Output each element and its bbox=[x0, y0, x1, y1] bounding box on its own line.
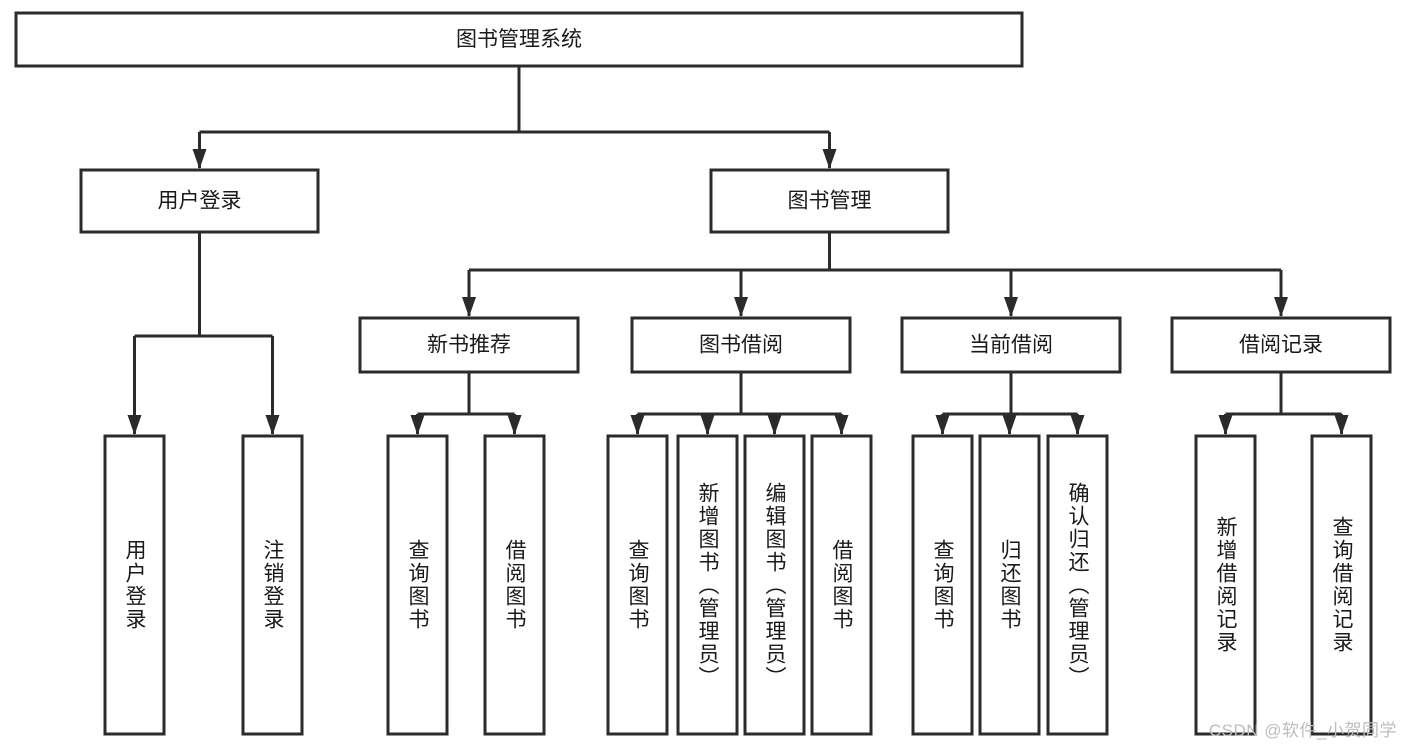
node-layer bbox=[14, 11, 1392, 736]
node-leaf-query-book-current[interactable] bbox=[911, 434, 974, 736]
node-label-new-book-recommend: 新书推荐 bbox=[427, 334, 511, 357]
arrow-head-icon bbox=[1002, 415, 1017, 435]
arrow-head-icon bbox=[767, 415, 782, 435]
node-label-book-borrow: 图书借阅 bbox=[699, 334, 783, 357]
node-new-book-recommend[interactable] bbox=[358, 316, 580, 374]
node-leaf-borrow-book[interactable] bbox=[810, 434, 873, 736]
node-leaf-query-book-rec[interactable] bbox=[386, 434, 449, 736]
node-leaf-user-login[interactable] bbox=[103, 434, 166, 736]
node-book-borrow[interactable] bbox=[630, 316, 852, 374]
arrow-head-icon bbox=[935, 415, 950, 435]
node-leaf-confirm-return[interactable] bbox=[1046, 434, 1109, 736]
arrow-head-icon bbox=[734, 297, 748, 317]
node-label-user-login: 用户登录 bbox=[158, 190, 242, 213]
arrow-head-icon bbox=[834, 415, 849, 435]
arrow-head-icon bbox=[1218, 415, 1233, 435]
arrow-head-icon bbox=[192, 149, 207, 169]
node-leaf-add-record[interactable] bbox=[1194, 434, 1257, 736]
arrow-head-icon bbox=[507, 415, 522, 435]
arrow-head-icon bbox=[127, 415, 142, 435]
node-label-root: 图书管理系统 bbox=[456, 28, 582, 51]
arrow-head-icon bbox=[410, 415, 425, 435]
arrow-head-icon bbox=[822, 149, 837, 169]
node-user-login[interactable] bbox=[79, 168, 320, 234]
arrow-head-icon bbox=[1070, 415, 1085, 435]
node-label-book-manage: 图书管理 bbox=[788, 190, 872, 213]
node-borrow-record[interactable] bbox=[1170, 316, 1392, 374]
node-leaf-query-record[interactable] bbox=[1310, 434, 1373, 736]
connector-layer bbox=[127, 66, 1349, 435]
node-book-manage[interactable] bbox=[709, 168, 950, 234]
arrow-head-icon bbox=[1274, 297, 1288, 317]
node-current-borrow[interactable] bbox=[900, 316, 1122, 374]
arrow-head-icon bbox=[630, 415, 645, 435]
node-label-current-borrow: 当前借阅 bbox=[969, 334, 1053, 357]
arrow-head-icon bbox=[462, 297, 476, 317]
node-leaf-query-book-borrow[interactable] bbox=[606, 434, 669, 736]
node-leaf-add-book[interactable] bbox=[676, 434, 739, 736]
watermark-credit: CSDN @软件_小贺同学 bbox=[1208, 721, 1397, 740]
node-leaf-user-logout[interactable] bbox=[241, 434, 304, 736]
arrow-head-icon bbox=[700, 415, 715, 435]
node-leaf-edit-book[interactable] bbox=[743, 434, 806, 736]
arrow-head-icon bbox=[265, 415, 280, 435]
arrow-head-icon bbox=[1334, 415, 1349, 435]
node-leaf-borrow-book-rec[interactable] bbox=[483, 434, 546, 736]
arrow-head-icon bbox=[1004, 297, 1018, 317]
node-label-borrow-record: 借阅记录 bbox=[1239, 334, 1323, 357]
node-leaf-return-book[interactable] bbox=[978, 434, 1041, 736]
node-root[interactable] bbox=[14, 11, 1024, 68]
